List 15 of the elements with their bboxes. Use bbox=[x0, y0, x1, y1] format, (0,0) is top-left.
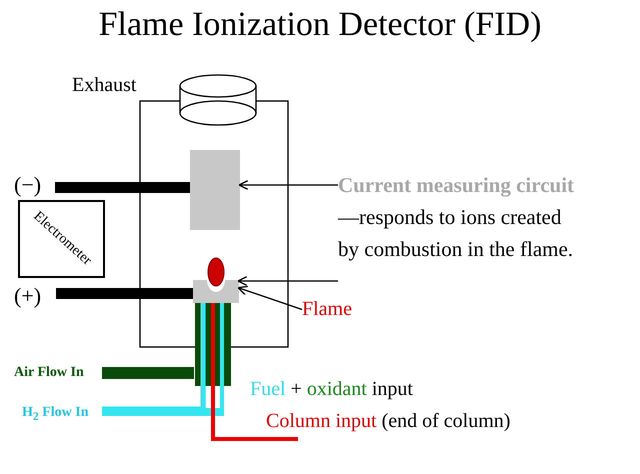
annotation-text: Current measuring circuit —responds to ions created by combustion in the flame. bbox=[338, 169, 578, 265]
input-label: Fuel + oxidant input bbox=[250, 378, 413, 401]
inlet-label: Air Flow In bbox=[14, 365, 84, 381]
diagram-title: Flame Ionization Detector (FID) bbox=[98, 6, 542, 44]
flame-burner-drawing bbox=[193, 256, 239, 303]
exhaust-label: Exhaust bbox=[72, 74, 136, 97]
collector-plate bbox=[190, 150, 240, 230]
inlet-label: H$_{2}$ Flow In bbox=[22, 405, 89, 423]
arrow bbox=[237, 276, 338, 286]
terminal-label: (+) bbox=[14, 283, 42, 309]
leader-line bbox=[237, 286, 302, 310]
terminal-label: (−) bbox=[14, 172, 42, 198]
flame-label: Flame bbox=[302, 298, 352, 321]
arrow bbox=[238, 180, 338, 190]
input-label: Column input (end of column) bbox=[266, 410, 510, 433]
